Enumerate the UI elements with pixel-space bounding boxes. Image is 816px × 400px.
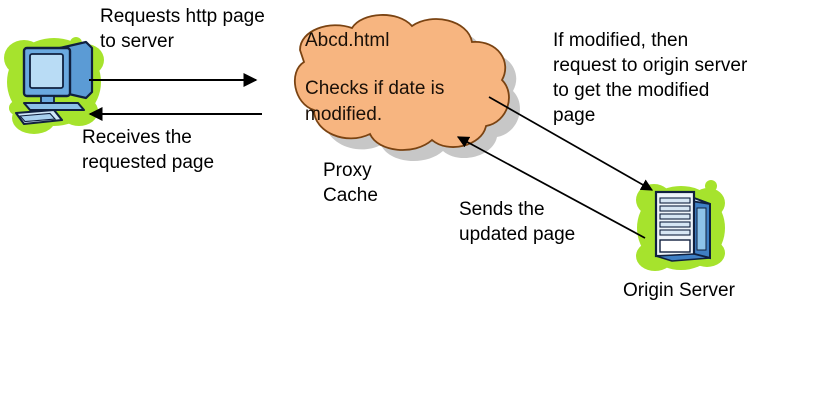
annotation-sends-updated: Sends the updated page (459, 199, 576, 245)
node-label-origin-server: Origin Server (623, 280, 735, 301)
arrow-origin-server-to-proxy (456, 136, 646, 239)
node-proxy-cache[interactable] (294, 14, 520, 162)
cloud-icon (294, 14, 510, 151)
cloud-status-text: Checks if date is modified. (305, 78, 445, 125)
node-client[interactable] (4, 37, 104, 134)
desktop-computer-icon (14, 40, 94, 126)
cloud-filename-text: Abcd.html (305, 30, 390, 51)
annotation-receives-page: Receives the requested page (82, 127, 215, 173)
node-origin-server[interactable] (636, 180, 725, 271)
arrow-proxy-to-origin-server (488, 96, 654, 191)
node-label-proxy-cache: Proxy Cache (323, 160, 378, 206)
annotation-request-http: Requests http page to server (100, 6, 265, 52)
annotation-if-modified: If modified, then request to origin serv… (553, 30, 748, 126)
server-rack-icon (654, 190, 711, 262)
